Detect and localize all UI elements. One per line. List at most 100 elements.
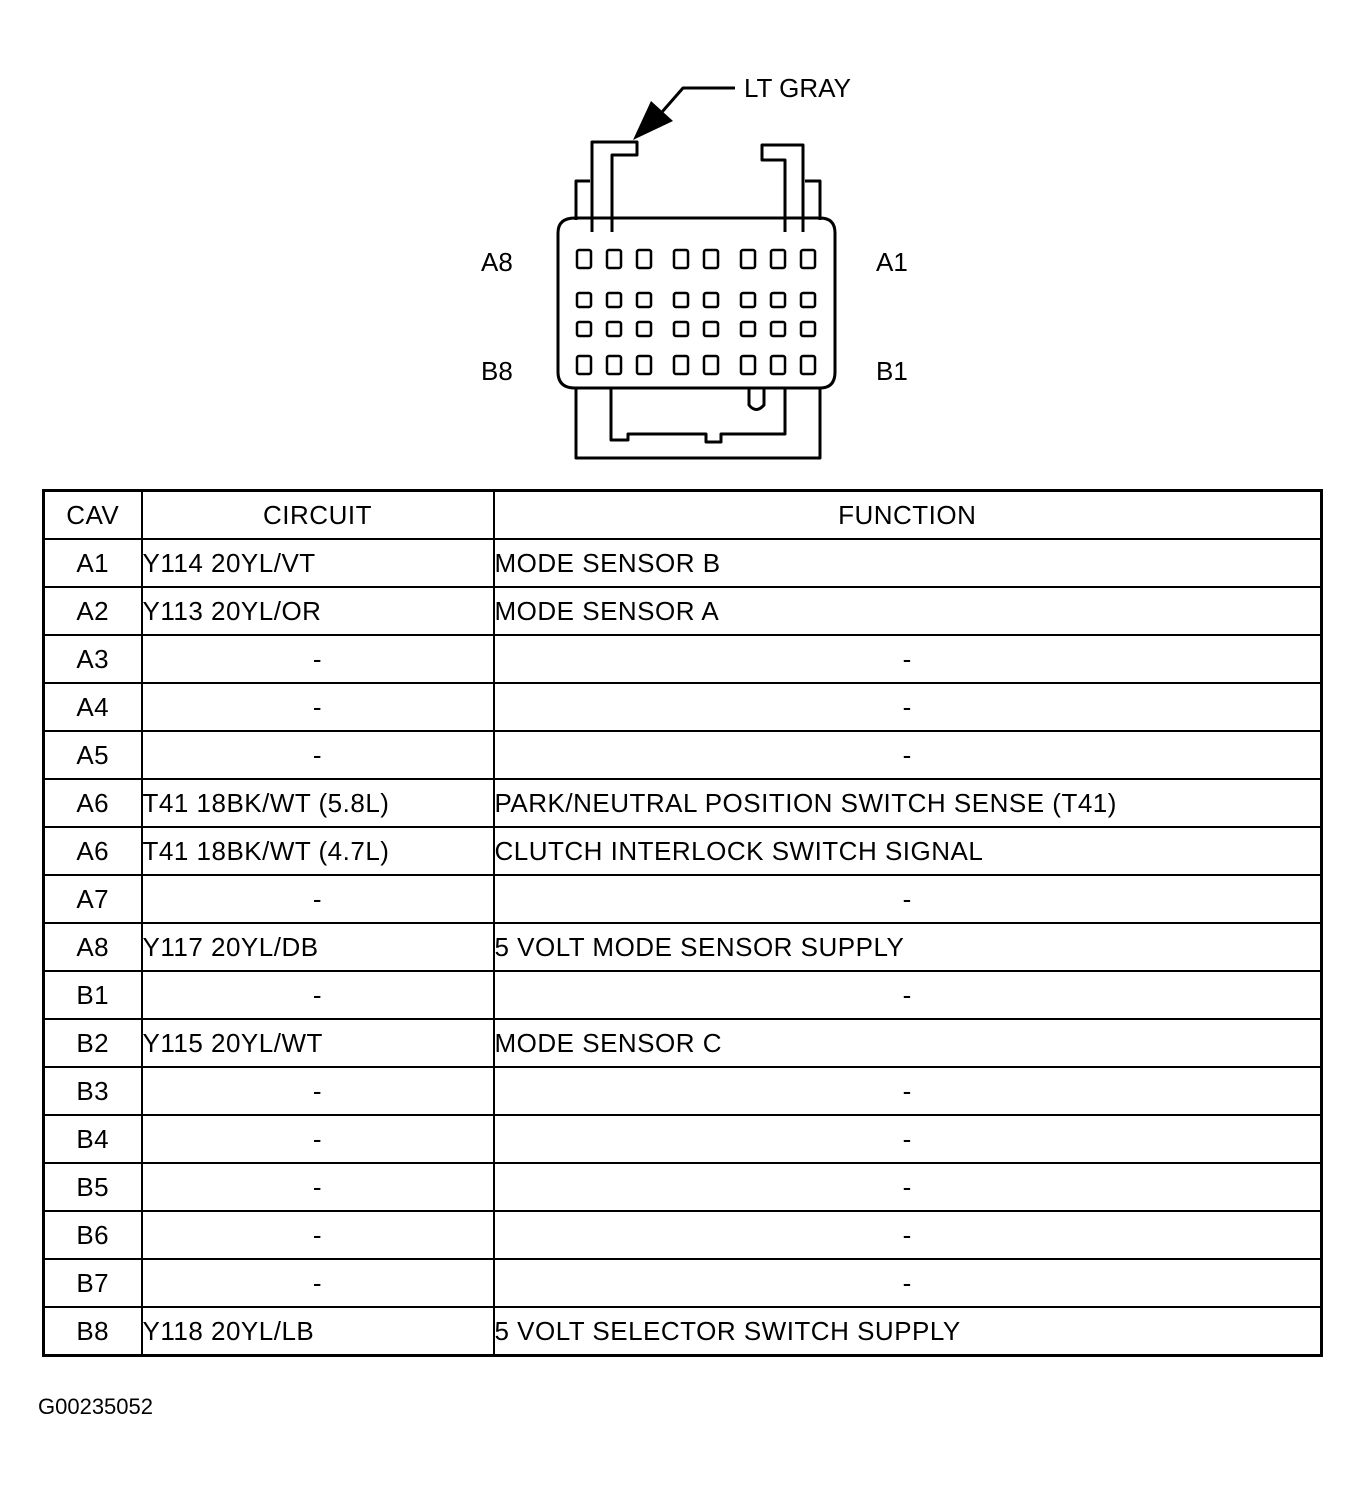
cav-cell: B3 (42, 1066, 143, 1116)
function-cell: - (492, 1258, 1323, 1308)
circuit-cell: - (140, 1114, 495, 1164)
cav-cell: B8 (42, 1306, 143, 1357)
pin-b-cavity (605, 354, 623, 376)
pin-aux-cavity (799, 320, 817, 338)
pin-a-cavity (739, 248, 757, 270)
function-cell: 5 VOLT SELECTOR SWITCH SUPPLY (492, 1306, 1323, 1357)
circuit-cell: Y118 20YL/LB (140, 1306, 495, 1357)
pin-b-cavity (739, 354, 757, 376)
function-cell: - (492, 1210, 1323, 1260)
pin-aux-cavity (575, 291, 593, 309)
table-row: B4-- (42, 1114, 1323, 1164)
cav-cell: A5 (42, 730, 143, 780)
function-cell: - (492, 970, 1323, 1020)
cav-cell: A2 (42, 586, 143, 636)
function-cell: - (492, 730, 1323, 780)
cav-cell: A1 (42, 538, 143, 588)
pin-aux-cavity (672, 320, 690, 338)
circuit-cell: - (140, 1066, 495, 1116)
circuit-cell: Y115 20YL/WT (140, 1018, 495, 1068)
table-row: B3-- (42, 1066, 1323, 1116)
pin-aux-cavity (799, 291, 817, 309)
cav-cell: B1 (42, 970, 143, 1020)
callout-arrowhead (633, 101, 673, 140)
callout-label: LT GRAY (744, 73, 851, 103)
pin-b-cavity (635, 354, 653, 376)
table-row: B7-- (42, 1258, 1323, 1308)
cav-cell: B7 (42, 1258, 143, 1308)
pin-a-cavity (635, 248, 653, 270)
table-row: B1-- (42, 970, 1323, 1020)
circuit-cell: - (140, 730, 495, 780)
pin-b-cavity (702, 354, 720, 376)
header-cav: CAV (42, 489, 143, 540)
function-cell: - (492, 682, 1323, 732)
pin-aux-cavity (605, 320, 623, 338)
pin-aux-cavity (635, 291, 653, 309)
pin-grid (575, 248, 817, 376)
pin-a-cavity (605, 248, 623, 270)
pin-aux-cavity (635, 320, 653, 338)
pin-b-cavity (672, 354, 690, 376)
pin-a-cavity (672, 248, 690, 270)
pin-aux-cavity (605, 291, 623, 309)
table-row: B5-- (42, 1162, 1323, 1212)
pin-aux-cavity (702, 320, 720, 338)
connector-skirt-inner (609, 388, 787, 444)
right-latch (760, 143, 805, 232)
figure-id: G00235052 (38, 1394, 153, 1419)
pin-b-cavity (575, 354, 593, 376)
function-cell: - (492, 1066, 1323, 1116)
cav-cell: B2 (42, 1018, 143, 1068)
pin-label-b8: B8 (481, 356, 513, 386)
pin-label-a8: A8 (481, 247, 513, 277)
connector-skirt-outer (574, 388, 822, 460)
function-cell: 5 VOLT MODE SENSOR SUPPLY (492, 922, 1323, 972)
header-circuit: CIRCUIT (140, 489, 495, 540)
circuit-cell: - (140, 970, 495, 1020)
left-shoulder (574, 179, 590, 220)
pin-aux-cavity (672, 291, 690, 309)
function-cell: - (492, 634, 1323, 684)
pin-b-cavity (769, 354, 787, 376)
cav-cell: A6 (42, 778, 143, 828)
pin-b-cavity (799, 354, 817, 376)
pin-aux-cavity (769, 291, 787, 309)
function-cell: MODE SENSOR C (492, 1018, 1323, 1068)
pin-aux-cavity (739, 291, 757, 309)
circuit-cell: - (140, 682, 495, 732)
function-cell: - (492, 1162, 1323, 1212)
function-cell: - (492, 874, 1323, 924)
pin-a-cavity (769, 248, 787, 270)
pin-aux-cavity (769, 320, 787, 338)
cav-cell: B4 (42, 1114, 143, 1164)
left-latch (590, 140, 639, 232)
header-function: FUNCTION (492, 489, 1323, 540)
function-cell: MODE SENSOR A (492, 586, 1323, 636)
pin-aux-cavity (739, 320, 757, 338)
table-header-row: CAV CIRCUIT FUNCTION (42, 489, 1323, 540)
cav-cell: A3 (42, 634, 143, 684)
circuit-cell: Y113 20YL/OR (140, 586, 495, 636)
cav-cell: A7 (42, 874, 143, 924)
cav-cell: A4 (42, 682, 143, 732)
pin-a-cavity (575, 248, 593, 270)
circuit-cell: T41 18BK/WT (4.7L) (140, 826, 495, 876)
cav-cell: A8 (42, 922, 143, 972)
right-shoulder (805, 179, 822, 220)
circuit-cell: Y114 20YL/VT (140, 538, 495, 588)
circuit-cell: - (140, 1210, 495, 1260)
function-cell: PARK/NEUTRAL POSITION SWITCH SENSE (T41) (492, 778, 1323, 828)
table-row: A4-- (42, 682, 1323, 732)
pin-aux-cavity (575, 320, 593, 338)
circuit-cell: - (140, 1258, 495, 1308)
table-row: A5-- (42, 730, 1323, 780)
circuit-cell: - (140, 1162, 495, 1212)
